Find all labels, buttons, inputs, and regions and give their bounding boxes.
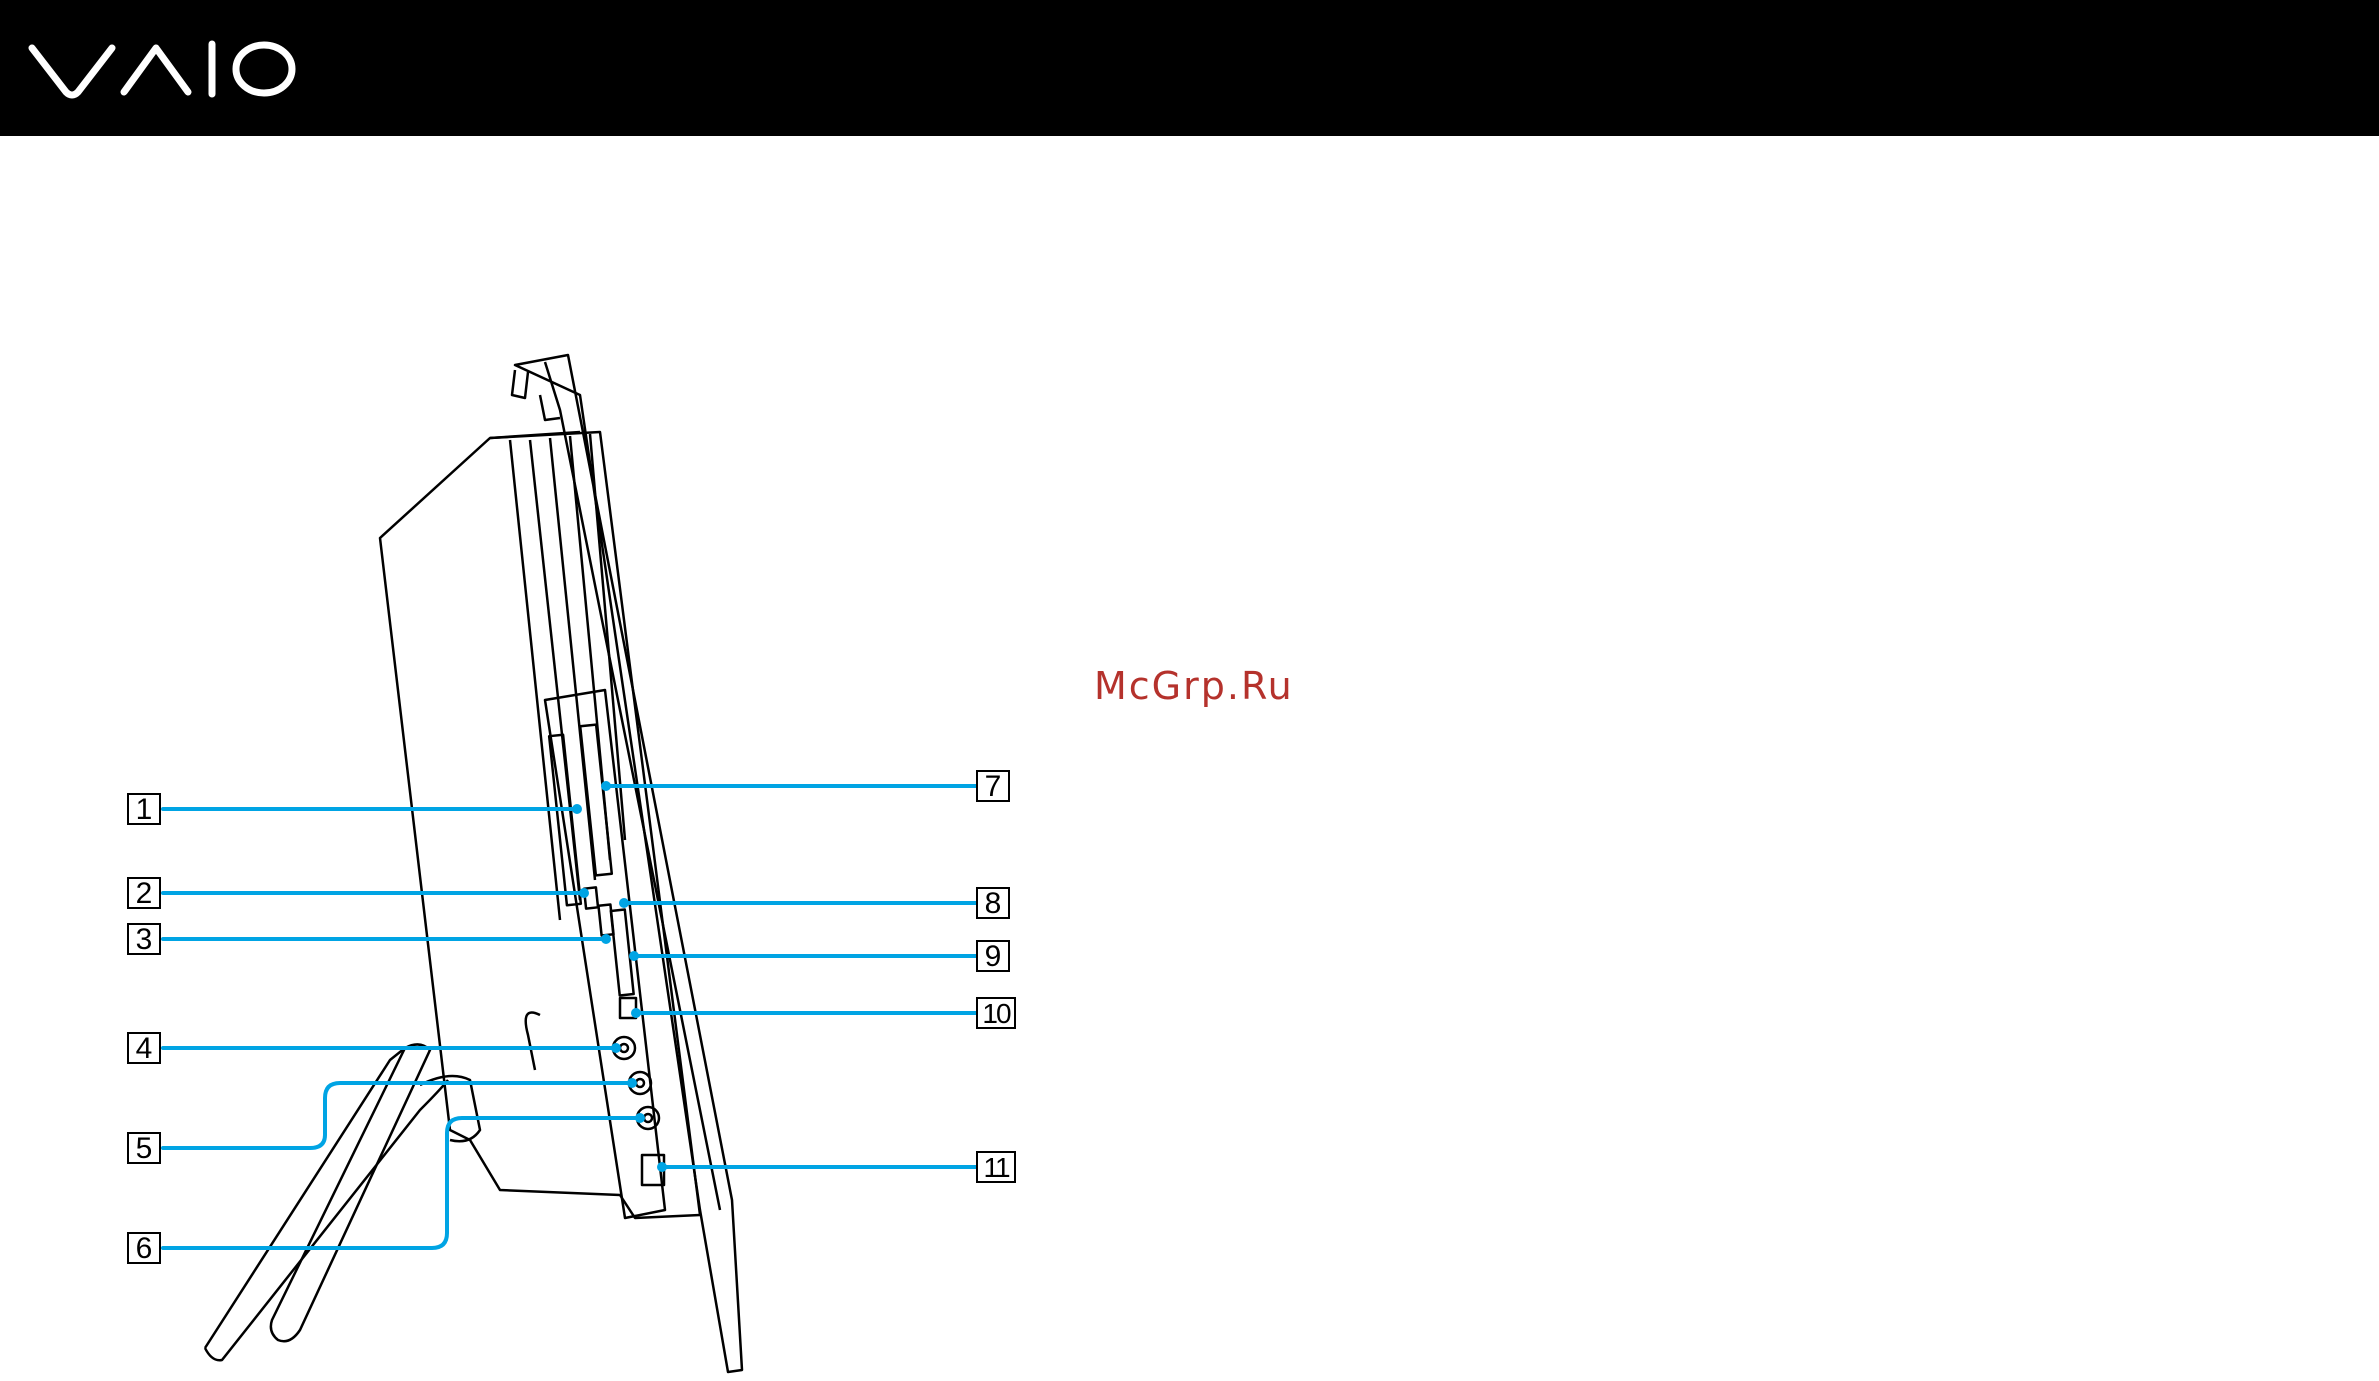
callout-2: 2 (127, 877, 161, 909)
callout-8: 8 (976, 887, 1010, 919)
callout-1: 1 (127, 793, 161, 825)
callout-5: 5 (127, 1132, 161, 1164)
callout-6: 6 (127, 1232, 161, 1264)
callout-7: 7 (976, 770, 1010, 802)
callout-9: 9 (976, 940, 1010, 972)
callout-10: 10 (976, 997, 1016, 1029)
callout-11: 11 (976, 1151, 1016, 1183)
callout-4: 4 (127, 1032, 161, 1064)
callout-3: 3 (127, 923, 161, 955)
